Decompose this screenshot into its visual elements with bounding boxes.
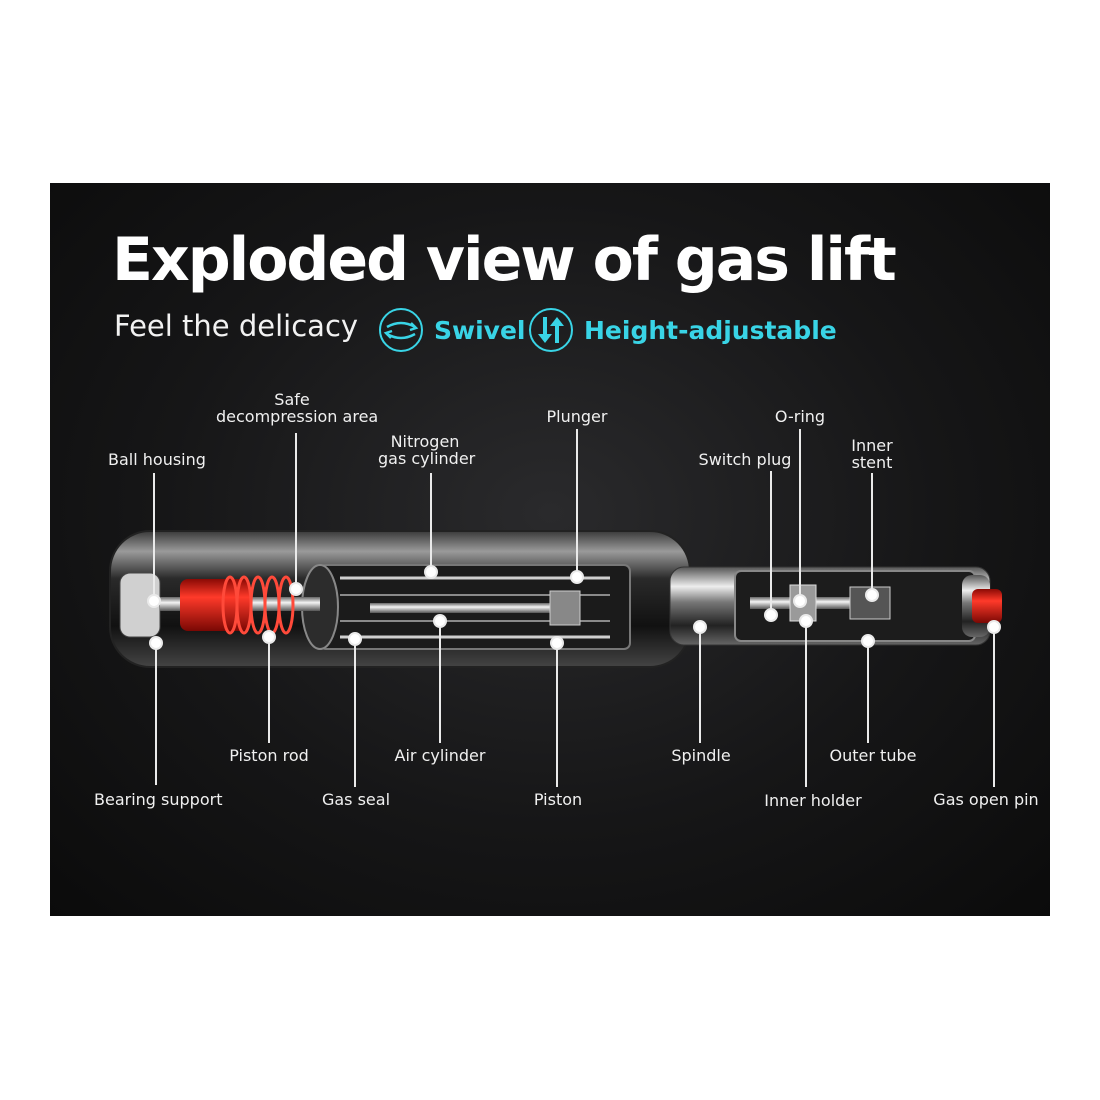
- label-inner-holder: Inner holder: [764, 791, 862, 810]
- label-piston-rod: Piston rod: [229, 746, 309, 765]
- label-safe-decompression-area: Safe decompression area: [216, 390, 379, 426]
- red-spring: [180, 575, 295, 635]
- label-air-cylinder: Air cylinder: [394, 746, 486, 765]
- feature-swivel: Swivel: [378, 307, 526, 353]
- feature-height-adjustable: Height-adjustable: [528, 307, 837, 353]
- label-plunger: Plunger: [546, 407, 608, 426]
- page-title: Exploded view of gas lift: [112, 225, 897, 295]
- label-spindle: Spindle: [671, 746, 731, 765]
- up-down-arrows-icon: [529, 308, 573, 352]
- diagram-panel: Exploded view of gas lift Feel the delic…: [50, 183, 1050, 916]
- label-bearing-support: Bearing support: [94, 790, 223, 809]
- label-piston: Piston: [533, 790, 583, 809]
- label-ball-housing: Ball housing: [108, 450, 206, 469]
- label-nitrogen-gas-cylinder: Nitrogen gas cylinder: [378, 432, 476, 468]
- label-inner-stent: Inner stent: [844, 437, 900, 471]
- outer-cylinder-body: [109, 530, 691, 668]
- label-safe-decompression-line2: decompression area: [216, 407, 379, 426]
- label-nitrogen-line1: Nitrogen: [390, 432, 460, 451]
- leader-lines: [147, 429, 1001, 787]
- label-o-ring: O-ring: [774, 407, 826, 426]
- feature-height-label: Height-adjustable: [584, 315, 837, 345]
- subtitle: Feel the delicacy: [114, 309, 359, 343]
- label-nitrogen-line2: gas cylinder: [378, 449, 476, 468]
- gas-open-pin-shape: [972, 589, 1002, 623]
- gas-lift-diagram: [109, 429, 1002, 787]
- label-switch-plug: Switch plug: [698, 450, 792, 469]
- spindle-tube: [669, 566, 1002, 646]
- label-gas-open-pin: Gas open pin: [933, 790, 1039, 809]
- feature-swivel-label: Swivel: [434, 315, 526, 345]
- label-safe-decompression-line1: Safe: [274, 390, 310, 409]
- label-outer-tube: Outer tube: [829, 746, 917, 765]
- label-inner-stent-line1: Inner: [851, 436, 893, 455]
- label-gas-seal: Gas seal: [321, 790, 391, 809]
- swivel-arrows-icon: [379, 308, 423, 352]
- label-inner-stent-line2: stent: [851, 453, 893, 472]
